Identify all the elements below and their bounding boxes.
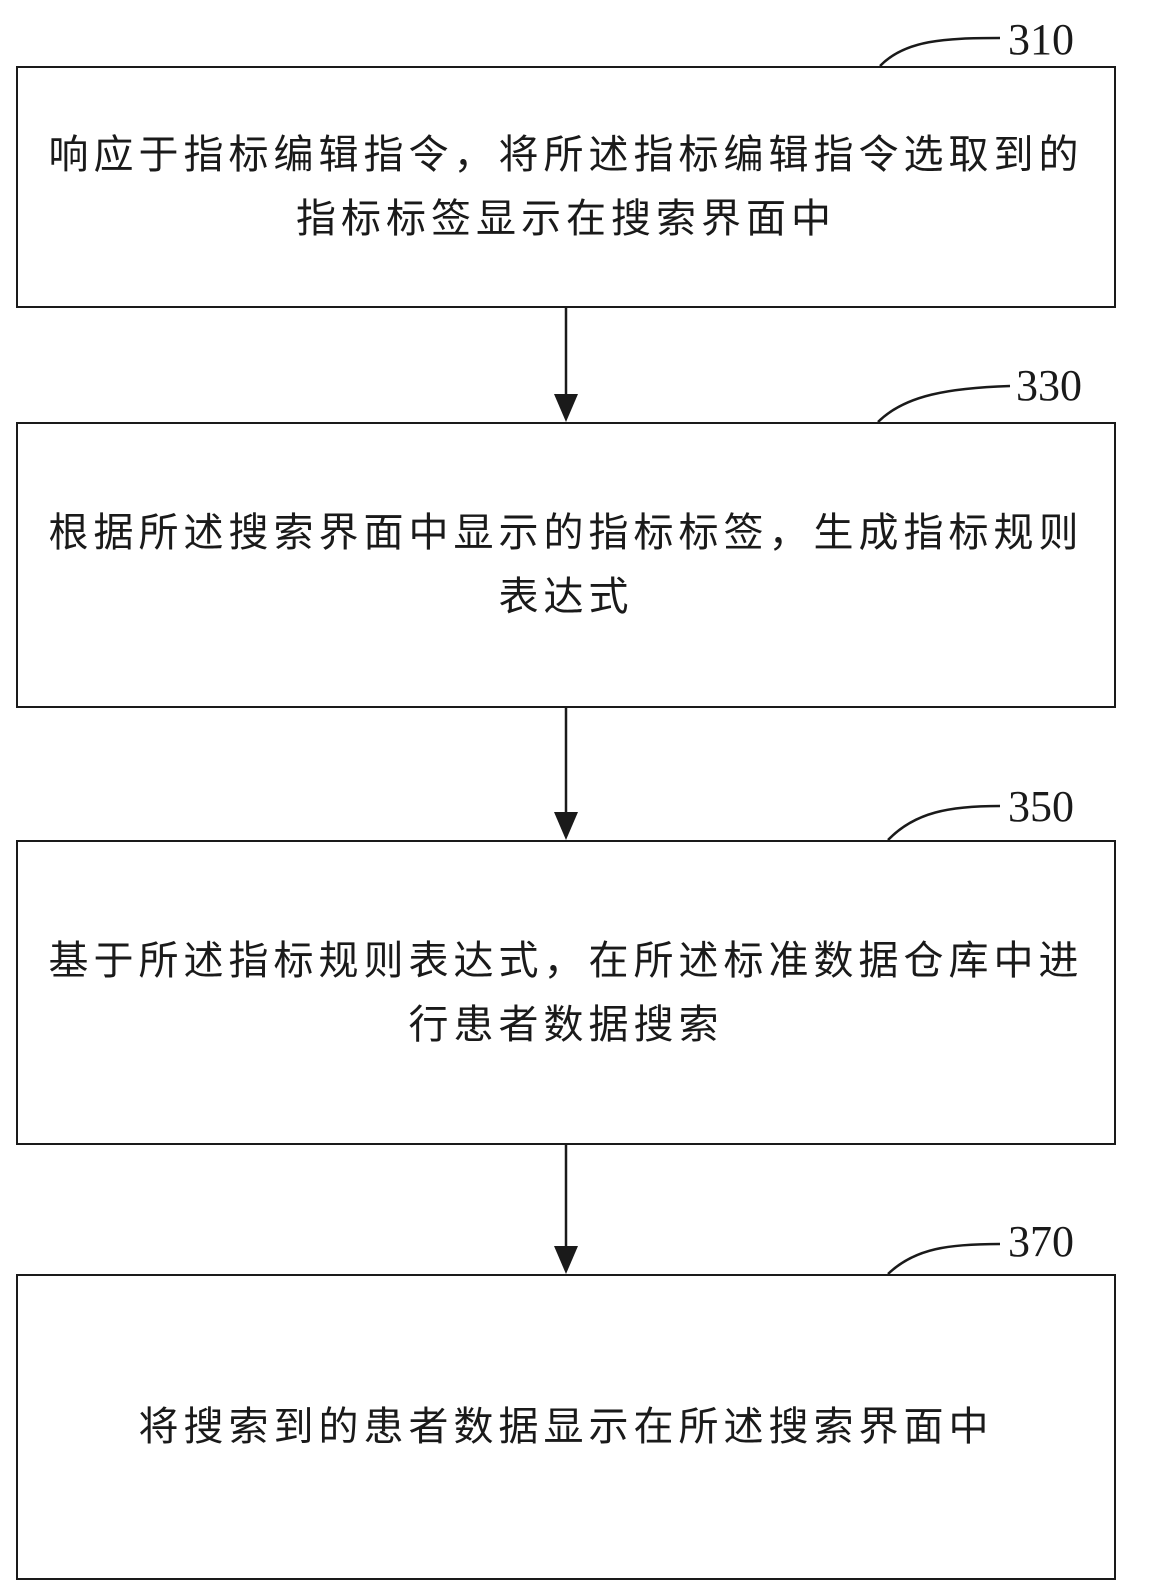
arrow-310-to-330-head	[554, 394, 578, 422]
step-text-350: 基于所述指标规则表达式，在所述标准数据仓库中进行患者数据搜索	[48, 937, 1084, 1048]
step-number-350: 350	[1008, 782, 1074, 831]
step-text-330: 根据所述搜索界面中显示的指标标签，生成指标规则表达式	[48, 510, 1084, 620]
step-number-370: 370	[1008, 1217, 1074, 1266]
step-box-310: 响应于指标编辑指令，将所述指标编辑指令选取到的指标标签显示在搜索界面中	[16, 66, 1116, 308]
arrow-330-to-350-head	[554, 812, 578, 840]
step-number-330: 330	[1016, 361, 1082, 410]
step-box-370: 将搜索到的患者数据显示在所述搜索界面中	[16, 1274, 1116, 1580]
leader-line-350	[887, 804, 1001, 841]
step-box-330: 根据所述搜索界面中显示的指标标签，生成指标规则表达式	[16, 422, 1116, 708]
step-text-370: 将搜索到的患者数据显示在所述搜索界面中	[138, 1404, 994, 1450]
arrow-350-to-370-head	[554, 1246, 578, 1274]
step-text-310: 响应于指标编辑指令，将所述指标编辑指令选取到的指标标签显示在搜索界面中	[48, 132, 1084, 242]
step-number-310: 310	[1008, 15, 1074, 64]
step-box-350: 基于所述指标规则表达式，在所述标准数据仓库中进行患者数据搜索	[16, 840, 1116, 1145]
leader-line-330	[877, 384, 1011, 423]
leader-line-370	[887, 1242, 1001, 1275]
leader-line-310	[879, 36, 1001, 67]
